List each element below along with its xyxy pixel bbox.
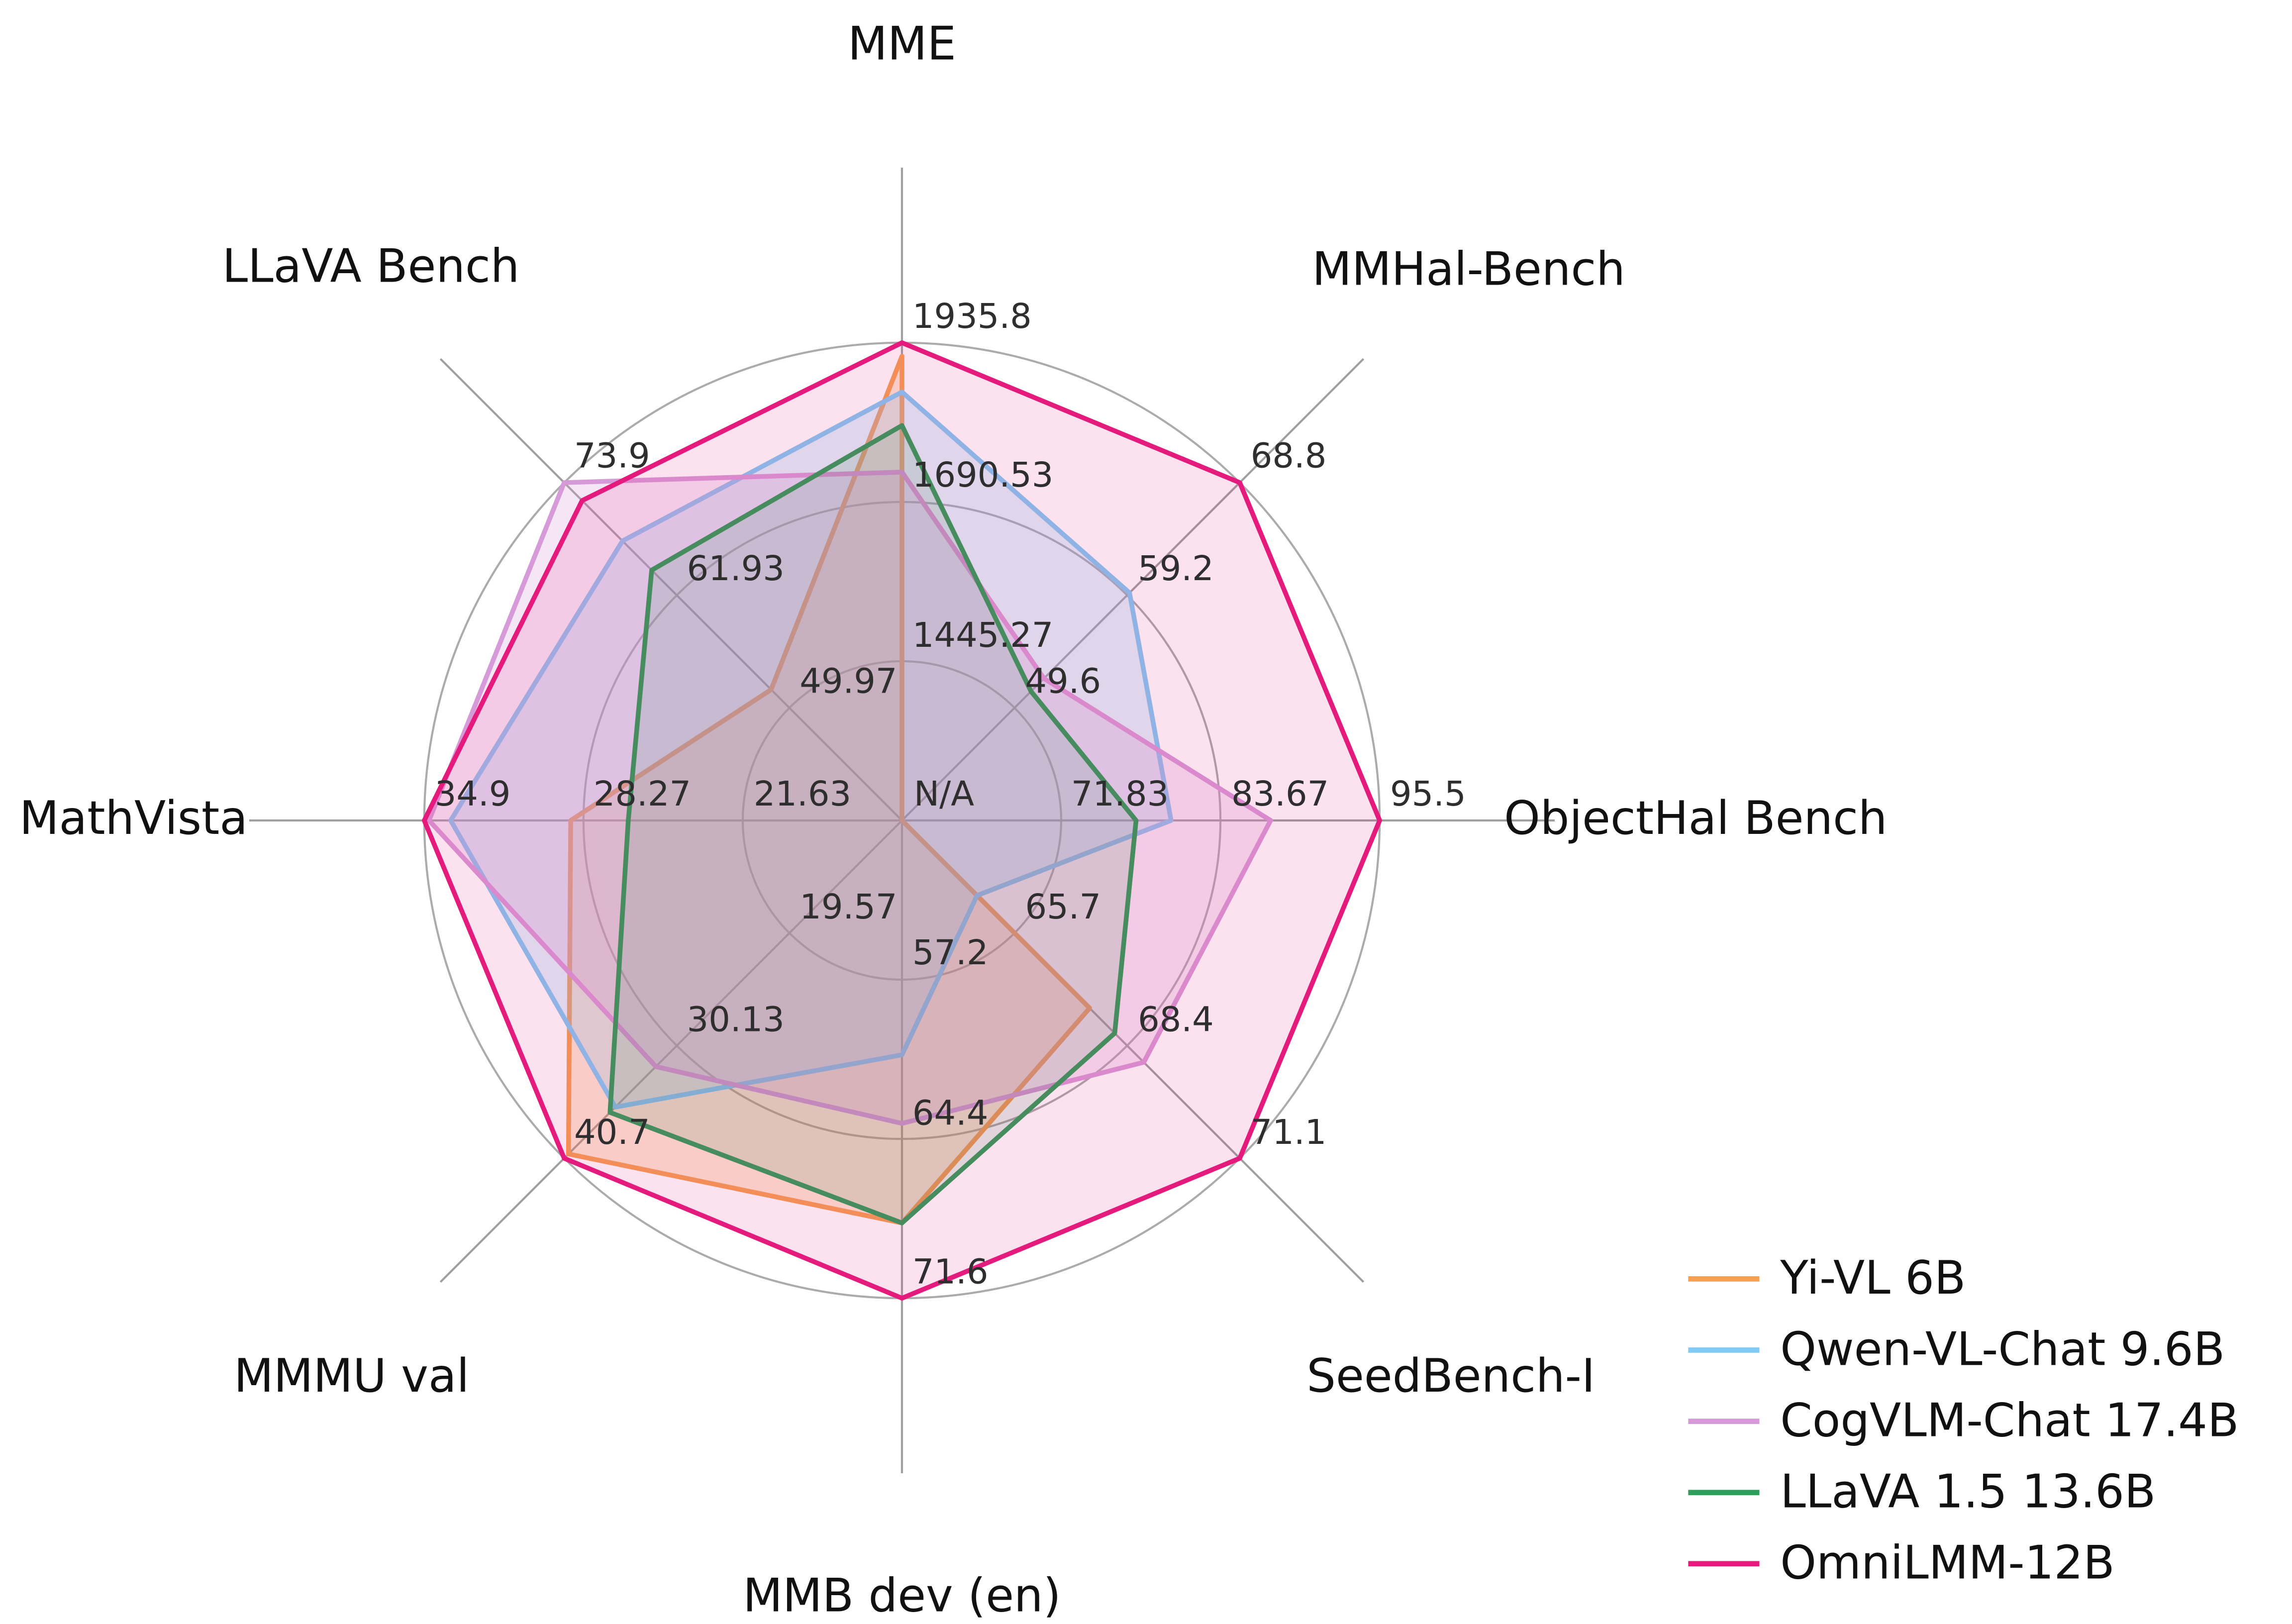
tick-labels-group: 1445.27 1690.53 1935.8 49.6 59.2 68.8 71… (435, 297, 1466, 1292)
tick-label-mathvista-r1: 21.63 (754, 774, 851, 814)
tick-label-llavabench-r2: 61.93 (687, 549, 785, 589)
tick-label-mmb-r3: 71.6 (912, 1252, 989, 1292)
tick-label-mme-r2: 1690.53 (912, 455, 1054, 495)
tick-label-seedbench-r3: 71.1 (1251, 1113, 1327, 1152)
series-polygon-1 (448, 390, 1174, 1110)
axis-label-mathvista: MathVista (19, 791, 248, 845)
series-polygon-4 (422, 340, 1382, 1301)
axis-label-mmhal: MMHal-Bench (1312, 242, 1625, 296)
axis-label-mmmu: MMMU val (234, 1349, 469, 1403)
axis-label-objecthal: ObjectHal Bench (1504, 791, 1887, 845)
tick-label-mmhal-r1: 49.6 (1025, 662, 1101, 702)
tick-label-seedbench-r2: 68.4 (1138, 1000, 1214, 1039)
series-polygons-group (422, 340, 1382, 1301)
legend-label-llava: LLaVA 1.5 13.6B (1780, 1465, 2156, 1519)
tick-label-seedbench-r1: 65.7 (1025, 887, 1101, 927)
axis-spoke-5 (439, 819, 903, 1283)
axis-label-mmb: MMB dev (en) (743, 1568, 1061, 1622)
tick-label-objecthal-r2: 83.67 (1231, 774, 1329, 814)
tick-label-center-na: N/A (914, 774, 974, 814)
legend-label-qwen: Qwen-VL-Chat 9.6B (1780, 1322, 2225, 1376)
tick-label-mme-r3: 1935.8 (912, 297, 1032, 336)
series-polygon-2 (426, 470, 1273, 1126)
tick-label-mathvista-r2: 28.27 (594, 774, 691, 814)
axis-spoke-7 (439, 358, 903, 821)
tick-label-mmhal-r2: 59.2 (1138, 549, 1214, 589)
tick-label-llavabench-r3: 73.9 (574, 436, 650, 476)
axis-label-seedbench: SeedBench-I (1306, 1349, 1595, 1403)
legend-label-cogvlm: CogVLM-Chat 17.4B (1780, 1393, 2239, 1447)
legend-label-yivl: Yi-VL 6B (1780, 1251, 1966, 1305)
tick-label-mmb-r1: 57.2 (912, 933, 989, 973)
axis-label-llavabench: LLaVA Bench (222, 239, 520, 293)
tick-label-mmmu-r2: 30.13 (687, 1000, 785, 1039)
legend-label-omnilmm: OmniLMM-12B (1780, 1536, 2114, 1590)
tick-label-objecthal-r3: 95.5 (1390, 774, 1466, 814)
tick-label-objecthal-r1: 71.83 (1071, 774, 1169, 814)
tick-label-mmmu-r3: 40.7 (574, 1113, 650, 1152)
legend: Yi-VL 6B Qwen-VL-Chat 9.6B CogVLM-Chat 1… (1688, 1251, 2239, 1590)
tick-label-mmhal-r3: 68.8 (1251, 436, 1327, 476)
tick-label-mmmu-r1: 19.57 (799, 887, 897, 927)
tick-label-mathvista-r3: 34.9 (435, 774, 511, 814)
tick-label-mme-r1: 1445.27 (912, 615, 1054, 655)
axis-label-mme: MME (848, 16, 956, 70)
series-polygon-3 (607, 423, 1139, 1225)
tick-label-llavabench-r1: 49.97 (799, 662, 897, 702)
tick-label-mmb-r2: 64.4 (912, 1093, 989, 1133)
series-polygon-0 (566, 354, 1092, 1225)
axis-spoke-1 (901, 358, 1365, 821)
axis-labels-group: MME MMHal-Bench ObjectHal Bench SeedBenc… (19, 16, 1888, 1622)
